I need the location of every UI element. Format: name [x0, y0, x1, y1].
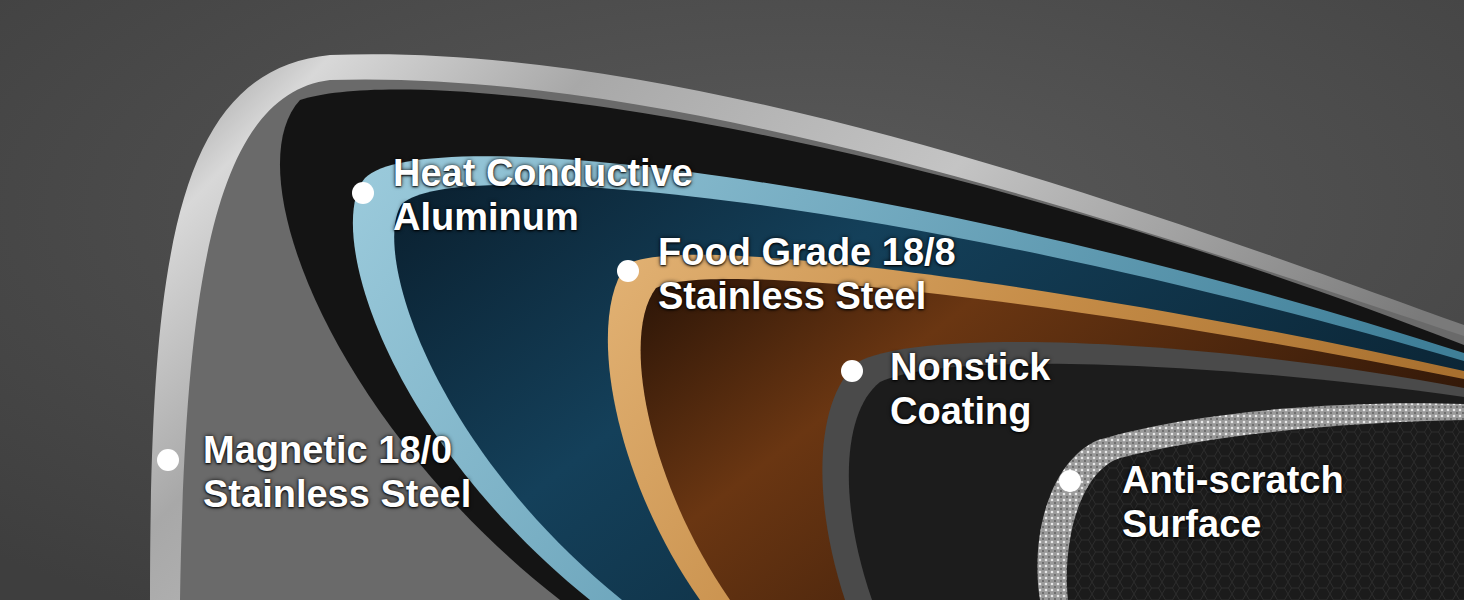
stainless-18-8-core [641, 279, 1464, 600]
outer-steel-layer [150, 54, 1464, 600]
label-dot [617, 260, 639, 282]
label-dot [1059, 470, 1081, 492]
outer-steel-edge [180, 79, 1464, 600]
nonstick-layer [822, 342, 1464, 600]
anti-scratch-core [1067, 420, 1464, 600]
anti-scratch-layer [1037, 403, 1464, 600]
layer-label: Nonstick Coating [890, 345, 1140, 433]
label-dot [352, 182, 374, 204]
label-dot [157, 449, 179, 471]
layer-label: Heat Conductive Aluminum [393, 151, 723, 239]
inner-dark-layer [280, 90, 1464, 600]
aluminum-core [394, 185, 1464, 600]
layer-label: Food Grade 18/8 Stainless Steel [658, 230, 998, 318]
label-dot [841, 360, 863, 382]
layer-label: Magnetic 18/0 Stainless Steel [203, 428, 543, 516]
layer-label: Anti-scratch Surface [1122, 458, 1422, 546]
